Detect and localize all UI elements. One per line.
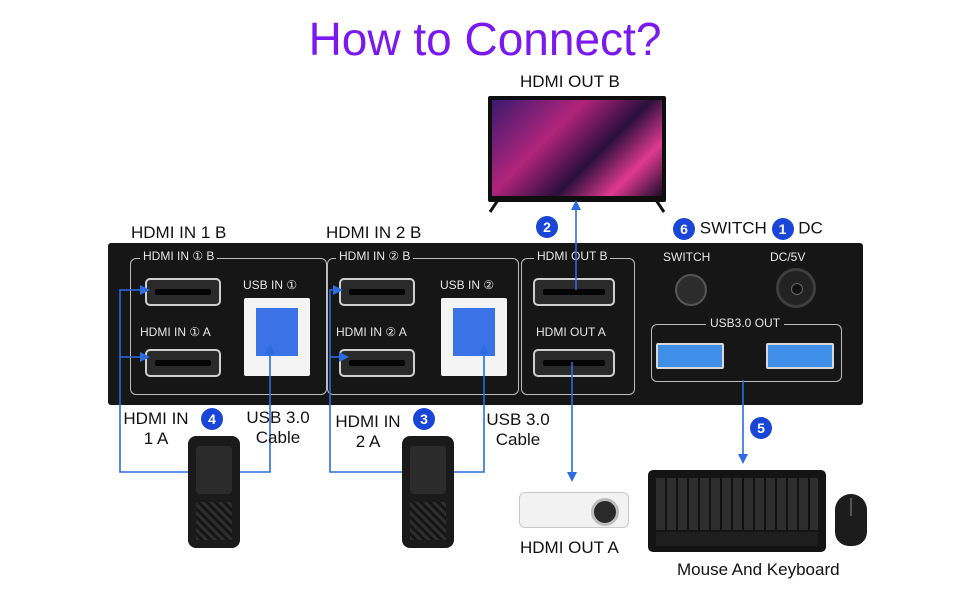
usb-in-2-port (441, 298, 507, 376)
panel-label-hdmi-in-2-a: HDMI IN ② A (336, 325, 407, 339)
mouse-keyboard-label: Mouse And Keyboard (677, 560, 840, 579)
badge-2: 2 (536, 216, 558, 238)
panel-label-dc: DC/5V (770, 250, 806, 264)
panel-label-usb-in-2: USB IN ② (440, 278, 495, 292)
monitor-image (488, 96, 666, 202)
badge-6: 6 (673, 218, 695, 240)
hdmi-out-b-port (533, 278, 615, 306)
hdmi-out-a-port (533, 349, 615, 377)
monitor-stand (488, 200, 666, 214)
badge-4: 4 (201, 408, 223, 430)
switch-dc-label: 6 SWITCH 1 DC (673, 218, 823, 240)
panel-label-hdmi-in-1-a: HDMI IN ① A (140, 325, 211, 339)
panel-label-switch: SWITCH (663, 250, 711, 264)
panel-label-hdmi-in-2-b: HDMI IN ② B (336, 249, 414, 263)
projector-image (519, 486, 629, 530)
pc-tower-1 (188, 436, 240, 548)
usb-in-1-port (244, 298, 310, 376)
dc-jack (776, 268, 816, 308)
badge-1: 1 (771, 218, 794, 240)
hdmi-in-1-a-port (145, 349, 221, 377)
badge-5: 5 (750, 417, 772, 439)
page-title: How to Connect? (308, 13, 662, 65)
hdmi-in-1-b-label: HDMI IN 1 B (131, 223, 227, 242)
dc-word: DC (798, 218, 823, 238)
pc-tower-2 (402, 436, 454, 548)
hdmi-in-2-a-port (339, 349, 415, 377)
switch-word: SWITCH (699, 218, 767, 238)
switch-button (675, 274, 707, 306)
panel-label-usb3-out: USB3.0 OUT (706, 316, 785, 330)
usb3-out-port-1 (656, 343, 724, 369)
panel-label-hdmi-out-b: HDMI OUT B (534, 249, 611, 263)
hdmi-out-a-label: HDMI OUT A (520, 538, 619, 557)
input-2-group (327, 258, 519, 395)
input-1-group (130, 258, 327, 395)
usb3-out-port-2 (766, 343, 834, 369)
panel-label-usb-in-1: USB IN ① (243, 278, 298, 292)
hdmi-in-2-b-label: HDMI IN 2 B (326, 223, 422, 242)
panel-label-hdmi-out-a: HDMI OUT A (536, 325, 606, 339)
monitor-label: HDMI OUT B (520, 72, 620, 91)
hdmi-in-2-b-port (339, 278, 415, 306)
hdmi-in-1-b-port (145, 278, 221, 306)
panel-label-hdmi-in-1-b: HDMI IN ① B (140, 249, 218, 263)
badge-3: 3 (413, 408, 435, 430)
mouse-image (835, 494, 867, 546)
keyboard-image (648, 470, 826, 552)
